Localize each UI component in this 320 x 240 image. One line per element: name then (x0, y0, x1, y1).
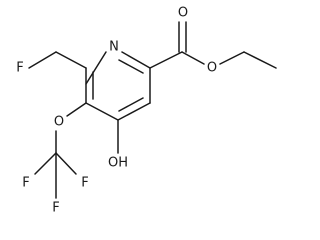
atom-label-ring-nitrogen: N (109, 40, 119, 55)
bond-carbonyl-ester-o (181, 51, 205, 65)
atom-label-trifluoro-f-bottom: F (52, 201, 59, 216)
atom-label-ester-oxygen: O (207, 61, 217, 76)
bond-n-c6-double (118, 59, 144, 74)
chemical-structure-diagram: N F O OH O O F F F (16, 6, 277, 216)
bond-cf3-f-top (55, 152, 77, 175)
bond-c4-c3 (85, 102, 119, 121)
bond-c2-ch2 (55, 51, 87, 69)
bond-c3-o (66, 102, 87, 117)
bond-c5-c4 (117, 102, 151, 121)
atom-label-fluoromethyl-fluorine: F (16, 61, 23, 76)
atom-label-ether-oxygen: O (54, 115, 64, 130)
atom-label-trifluoro-f-top: F (81, 176, 88, 191)
bond-c6-carbonyl (149, 51, 183, 69)
atom-label-carbonyl-oxygen: O (178, 6, 188, 21)
bond-ch2-f (28, 51, 57, 69)
bond-n-c6 (121, 51, 151, 69)
bond-cf3-f-left (34, 152, 57, 175)
atom-label-hydroxyl: OH (108, 156, 128, 171)
bond-c5-c4-double (118, 97, 144, 112)
bond-n-c2 (85, 51, 107, 85)
atom-label-trifluoro-f-left: F (22, 176, 29, 191)
bond-ester-o-ch2 (219, 51, 245, 65)
bond-ch2-ch3 (243, 51, 277, 69)
